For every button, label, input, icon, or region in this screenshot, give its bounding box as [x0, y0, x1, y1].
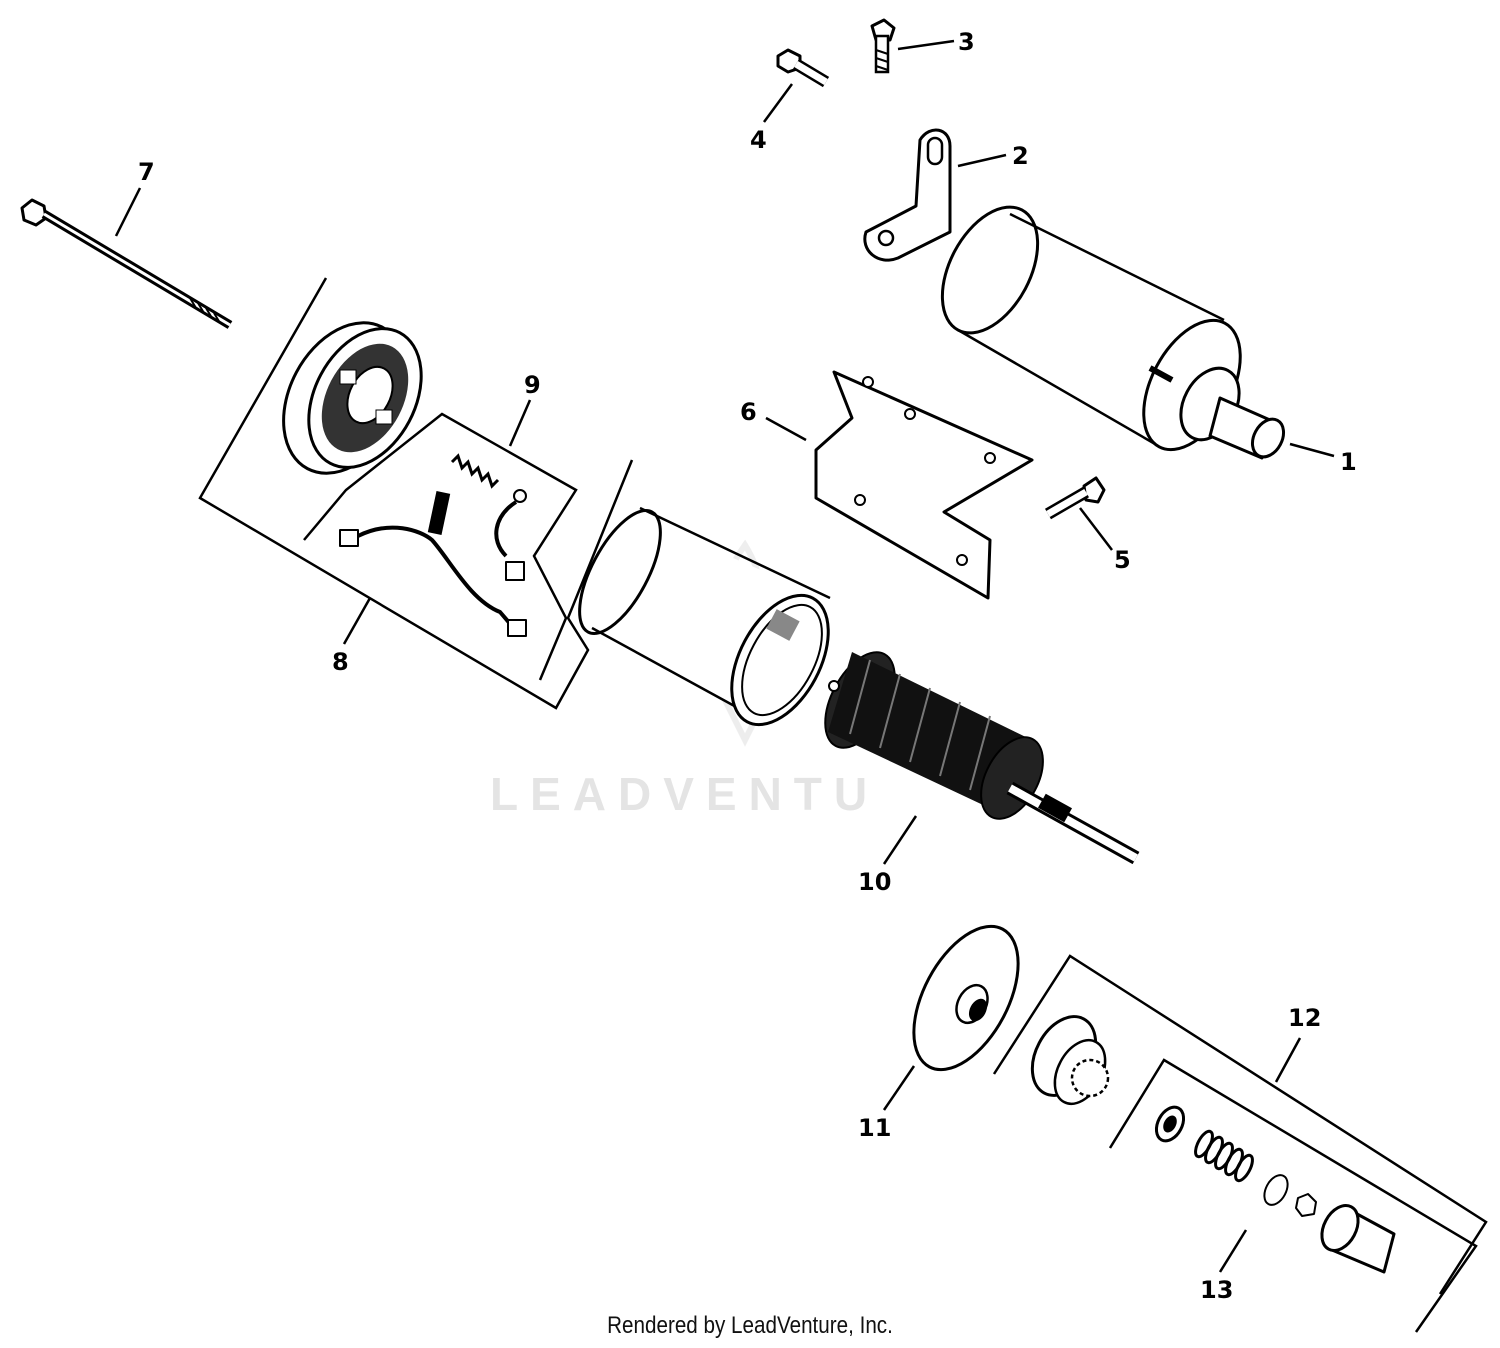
part-1-starter-motor — [940, 205, 1286, 460]
part-8-brush-holder-group — [198, 277, 634, 710]
leader-lines — [114, 39, 1335, 1273]
part-8-end-cap — [282, 321, 423, 475]
part-6-mounting-bracket — [814, 370, 1034, 600]
part-7-through-bolt — [20, 198, 233, 329]
part-housing-tube — [578, 506, 831, 727]
callout-5: 5 — [1114, 546, 1131, 574]
callout-9: 9 — [524, 371, 541, 399]
callout-6: 6 — [740, 398, 757, 426]
callout-10: 10 — [858, 868, 891, 896]
watermark-text: LEADVENTU — [490, 768, 879, 820]
part-2-bracket — [863, 128, 952, 262]
callout-3: 3 — [958, 28, 975, 56]
callout-7: 7 — [138, 158, 155, 186]
part-4-bolt — [776, 48, 830, 88]
part-11-end-plate — [912, 924, 1020, 1072]
callout-2: 2 — [1012, 142, 1029, 170]
credit-footer: Rendered by LeadVenture, Inc. — [607, 1312, 893, 1339]
part-12-drive-group — [992, 954, 1488, 1295]
callout-1: 1 — [1340, 448, 1357, 476]
callout-13: 13 — [1200, 1276, 1233, 1304]
callout-12: 12 — [1288, 1004, 1321, 1032]
part-3-bolt — [870, 18, 896, 74]
callout-4: 4 — [750, 126, 767, 154]
callout-labels: 1 2 3 4 5 6 7 8 9 10 11 12 13 — [138, 28, 1357, 1304]
part-13-drive-hardware — [1108, 1058, 1478, 1333]
callout-8: 8 — [332, 648, 349, 676]
part-10-armature — [824, 651, 1140, 865]
part-9-brush-kit — [303, 412, 578, 681]
callout-11: 11 — [858, 1114, 891, 1142]
part-5-bolt — [1044, 476, 1106, 520]
